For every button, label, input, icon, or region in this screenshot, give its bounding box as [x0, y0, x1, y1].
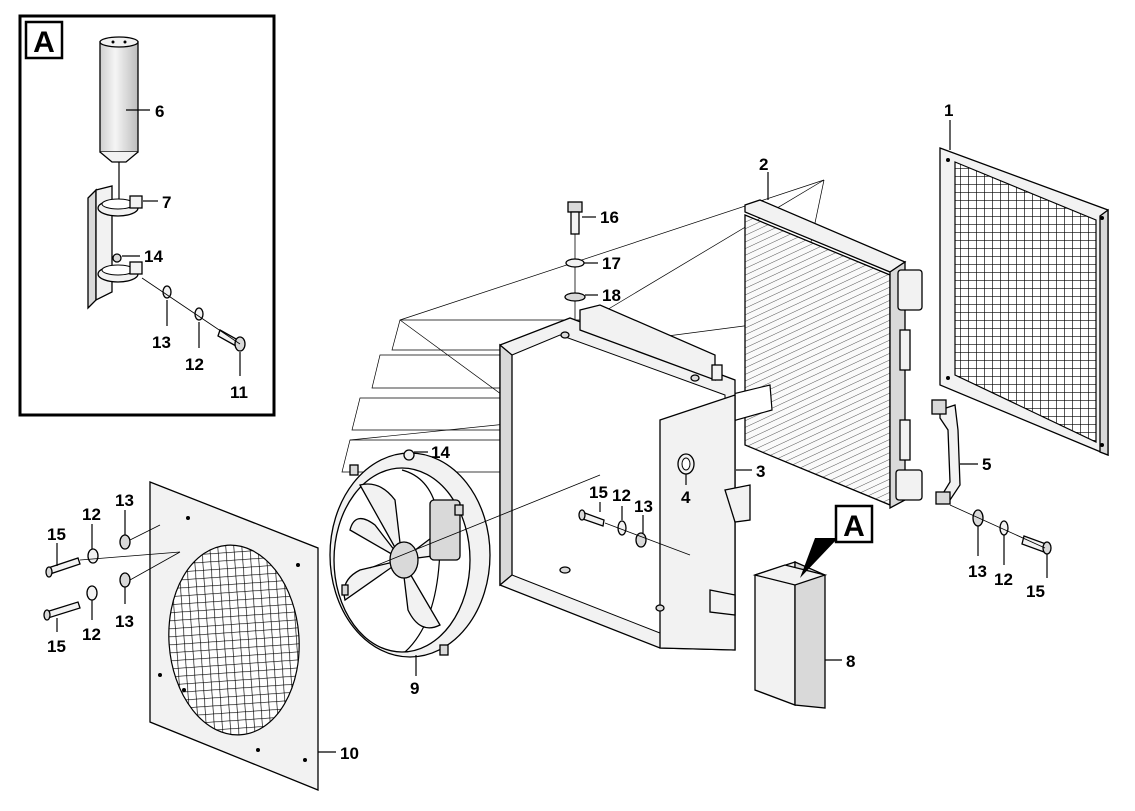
label-2: 2	[759, 155, 768, 174]
side-cover	[752, 561, 828, 709]
frame-housing	[499, 304, 751, 651]
label-16: 16	[600, 208, 619, 227]
label-13-r: 13	[968, 562, 987, 581]
fan-assembly	[329, 452, 491, 658]
receiver-drier	[99, 36, 139, 163]
front-grille	[149, 481, 319, 791]
label-15-mid: 15	[589, 483, 608, 502]
label-15-r: 15	[1026, 582, 1045, 601]
label-3: 3	[756, 462, 765, 481]
label-14-inset: 14	[144, 247, 163, 266]
label-12-mid: 12	[612, 486, 631, 505]
label-9: 9	[410, 679, 419, 698]
washer-18	[564, 292, 586, 302]
label-6: 6	[155, 102, 164, 121]
label-15-l1: 15	[47, 525, 66, 544]
condenser-pipe	[931, 399, 961, 505]
label-13-mid: 13	[634, 497, 653, 516]
nut-14-fan	[403, 449, 415, 461]
callout-a: A	[800, 504, 874, 578]
label-12-inset: 12	[185, 355, 204, 374]
label-12-l1: 12	[82, 505, 101, 524]
label-18: 18	[602, 286, 621, 305]
label-11: 11	[230, 383, 248, 402]
drier-bracket	[87, 185, 143, 310]
label-12-r: 12	[994, 570, 1013, 589]
label-13-inset: 13	[152, 333, 171, 352]
label-15-l2: 15	[47, 637, 66, 656]
washer-13-inset	[162, 285, 172, 299]
rear-screen	[939, 147, 1109, 456]
label-12-l2: 12	[82, 625, 101, 644]
mid-fasteners	[578, 509, 691, 556]
label-13-l1: 13	[115, 491, 134, 510]
inset-letter: A	[33, 26, 55, 59]
left-fasteners	[43, 524, 181, 621]
label-13-l2: 13	[115, 612, 134, 631]
label-17: 17	[602, 254, 621, 273]
label-10: 10	[340, 744, 359, 763]
right-fasteners	[949, 504, 1052, 555]
inset-frame: A	[18, 14, 276, 417]
bolt-16	[567, 201, 583, 235]
washer-17	[565, 258, 585, 268]
label-5: 5	[982, 455, 991, 474]
inset-letter-box	[24, 20, 64, 60]
label-7: 7	[162, 193, 171, 212]
label-4: 4	[681, 488, 691, 507]
label-14-fan: 14	[431, 443, 450, 462]
condenser	[744, 199, 923, 510]
label-8: 8	[846, 652, 855, 671]
label-1: 1	[944, 101, 953, 120]
callout-letter: A	[843, 510, 865, 543]
